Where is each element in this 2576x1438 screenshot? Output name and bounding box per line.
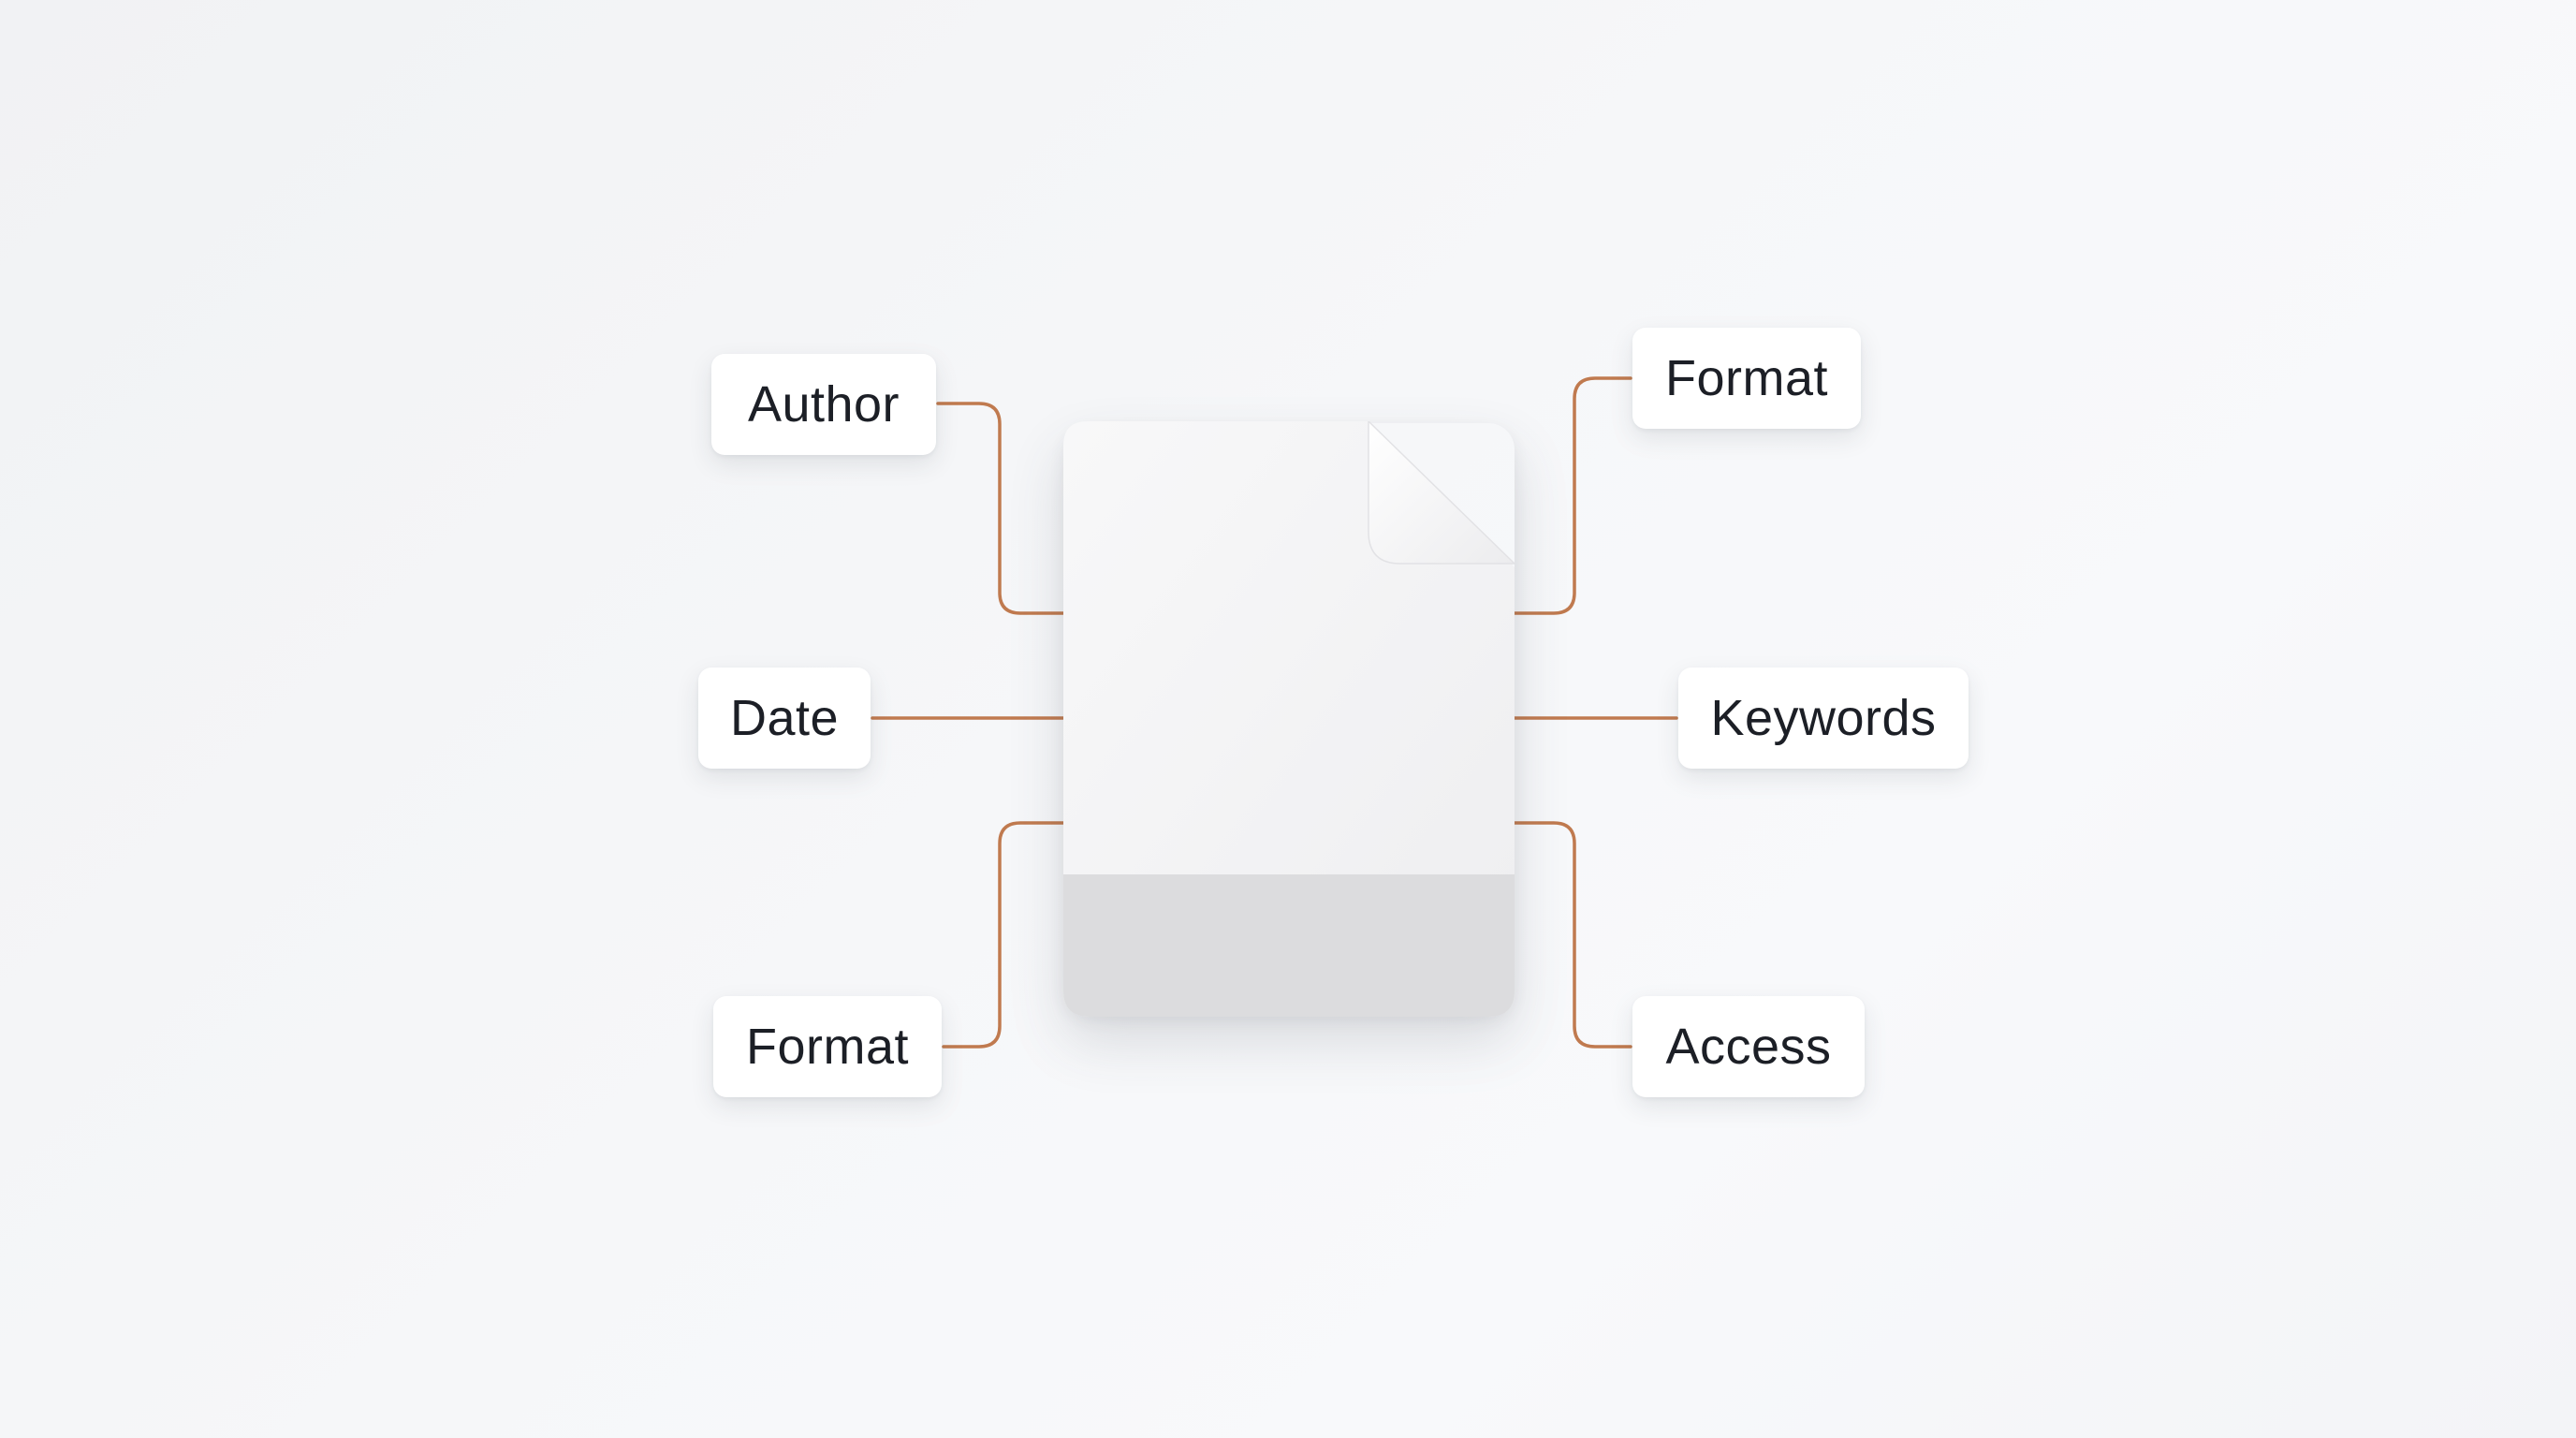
document-icon xyxy=(1063,421,1515,1017)
label-keywords-text: Keywords xyxy=(1710,690,1937,746)
connector-access xyxy=(1513,821,1632,1049)
label-date-text: Date xyxy=(729,690,840,746)
label-format-left: Format xyxy=(713,996,942,1097)
connector-format-left xyxy=(942,821,1065,1049)
document-bottom-band xyxy=(1063,874,1515,1017)
document-folded-corner xyxy=(1368,421,1515,565)
label-author-text: Author xyxy=(747,376,900,433)
label-author: Author xyxy=(711,354,936,455)
connector-format-right xyxy=(1513,376,1632,615)
label-keywords: Keywords xyxy=(1678,668,1969,769)
label-format-right: Format xyxy=(1632,328,1861,429)
label-format-right-text: Format xyxy=(1664,350,1829,406)
connector-author xyxy=(936,402,1065,615)
label-access-text: Access xyxy=(1665,1019,1832,1075)
label-date: Date xyxy=(698,668,871,769)
label-format-left-text: Format xyxy=(745,1019,910,1075)
label-access: Access xyxy=(1632,996,1865,1097)
